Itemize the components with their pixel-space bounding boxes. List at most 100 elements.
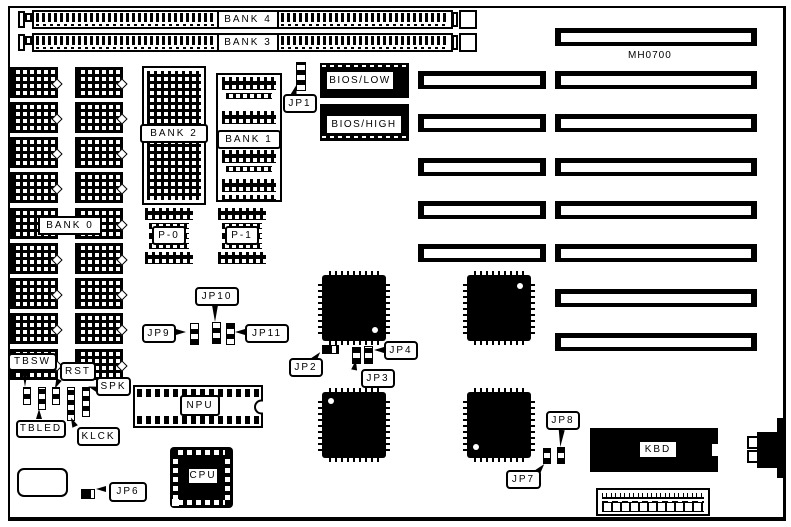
label-p0: P-0	[152, 226, 186, 245]
crystal-oscillator	[17, 468, 68, 497]
label-spk: SPK	[96, 377, 131, 396]
jumper-jp2	[322, 345, 339, 354]
jumper-jp11	[226, 323, 235, 345]
jp8-text: JP8	[551, 414, 575, 426]
jp7-text: JP7	[511, 473, 536, 485]
qfp-chip	[463, 271, 535, 345]
simm-clip	[18, 11, 25, 28]
qfp-chip	[318, 388, 390, 462]
jumper-jp10	[212, 322, 221, 344]
pin-tbled	[38, 387, 46, 410]
pin-tbsw	[23, 387, 31, 405]
memory-chip	[75, 243, 123, 274]
qfp-chip	[463, 388, 535, 462]
label-rst: RST	[60, 362, 96, 381]
simm-clip	[459, 33, 477, 52]
simm-pins	[281, 36, 448, 45]
label-bank3: BANK 3	[217, 33, 279, 52]
memory-chip	[75, 67, 123, 98]
expansion-slot	[418, 244, 546, 262]
simm-clip	[18, 34, 25, 51]
kbd-text: KBD	[644, 443, 672, 455]
rst-text: RST	[65, 365, 91, 377]
jp1-text: JP1	[288, 97, 312, 109]
jumper-jp9	[190, 323, 199, 345]
jp9-pointer	[176, 329, 186, 335]
label-p1: P-1	[225, 226, 259, 245]
memory-chip	[75, 137, 123, 168]
label-jp6: JP6	[109, 482, 147, 502]
jumper-jp3	[352, 347, 361, 364]
label-bank0: BANK 0	[38, 216, 102, 235]
expansion-slot	[555, 114, 757, 132]
label-jp9: JP9	[142, 324, 176, 343]
simm-pins	[36, 13, 216, 22]
din-connector-flange	[777, 418, 786, 478]
jp11-pointer	[235, 329, 245, 335]
expansion-slot	[418, 114, 546, 132]
pin-header-connector	[596, 488, 710, 516]
simm-clip	[452, 35, 458, 50]
expansion-slot	[555, 333, 757, 351]
bios-low-text: BIOS/LOW	[329, 74, 391, 86]
qfp-chip	[318, 271, 390, 345]
label-jp1: JP1	[283, 94, 317, 113]
tbsw-pointer	[22, 370, 28, 387]
expansion-slot	[555, 289, 757, 307]
pin-spk	[82, 387, 90, 417]
memory-chip	[10, 67, 58, 98]
expansion-slot	[555, 158, 757, 176]
jp11-text: JP11	[251, 327, 283, 339]
p0-text: P-0	[158, 229, 180, 241]
jumper-jp4	[364, 346, 373, 364]
memory-chip	[10, 278, 58, 309]
jumper-jp7	[543, 448, 551, 464]
simm-clip	[25, 36, 32, 45]
label-bank4: BANK 4	[217, 10, 279, 29]
label-bios-high: BIOS/HIGH	[327, 116, 401, 133]
label-tbled: TBLED	[16, 420, 66, 438]
pin-klck	[67, 387, 75, 421]
simm-pins	[281, 13, 448, 22]
jumper-jp1	[296, 62, 306, 91]
label-jp11: JP11	[245, 324, 289, 343]
npu-text: NPU	[186, 399, 214, 411]
jp6-pointer	[96, 486, 106, 492]
din-pin	[747, 436, 759, 449]
simm-clip	[459, 10, 477, 29]
cpu-text: CPU	[189, 470, 217, 481]
jp10-pointer	[212, 305, 218, 322]
memory-chip	[75, 172, 123, 203]
expansion-slot	[555, 71, 757, 89]
memory-chip	[10, 243, 58, 274]
memory-chip	[75, 102, 123, 133]
board-model-text: MH0700	[628, 50, 672, 61]
label-jp3: JP3	[361, 369, 395, 388]
label-jp2: JP2	[289, 358, 323, 377]
label-bios-low: BIOS/LOW	[327, 72, 393, 89]
memory-chip	[75, 313, 123, 344]
tbsw-text: TBSW	[14, 356, 51, 367]
bank2-text: BANK 2	[150, 127, 198, 139]
klck-text: KLCK	[81, 430, 116, 442]
jp2-text: JP2	[294, 361, 318, 373]
din-pin	[747, 450, 759, 463]
jp4-text: JP4	[389, 344, 413, 356]
memory-chip	[10, 172, 58, 203]
board-model: MH0700	[628, 51, 672, 61]
bios-high-text: BIOS/HIGH	[331, 118, 397, 130]
bank0-text: BANK 0	[46, 219, 94, 231]
spk-text: SPK	[100, 380, 127, 392]
simm-pins	[36, 36, 216, 45]
simm-clip	[25, 13, 32, 22]
label-jp7: JP7	[506, 470, 541, 489]
label-npu: NPU	[180, 395, 220, 416]
memory-chip	[10, 313, 58, 344]
label-tbsw: TBSW	[8, 353, 57, 371]
label-kbd: KBD	[638, 440, 678, 459]
expansion-slot	[418, 201, 546, 219]
board-outline	[8, 6, 786, 521]
memory-chip	[10, 137, 58, 168]
label-jp8: JP8	[546, 411, 580, 430]
